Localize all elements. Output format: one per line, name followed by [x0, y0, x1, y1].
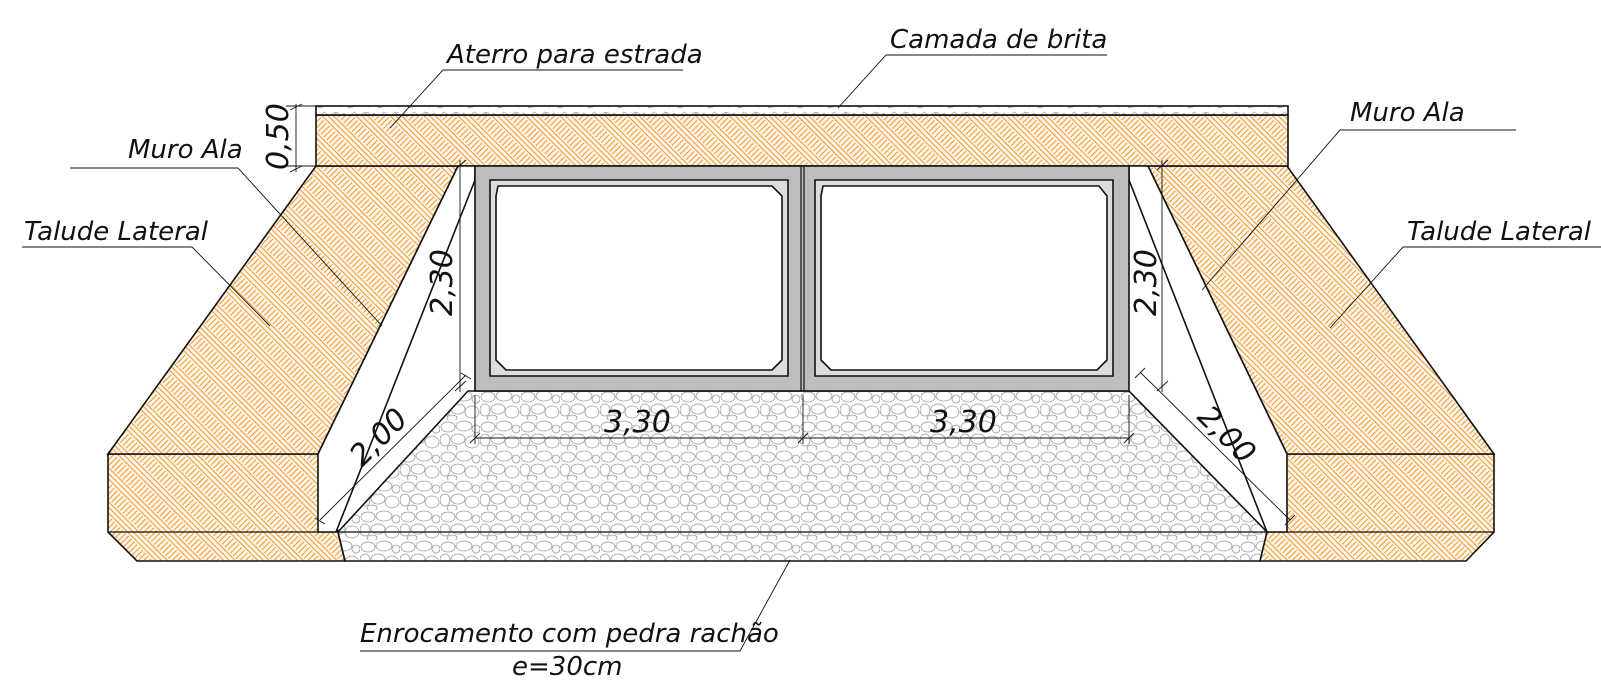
enrocamento-fill — [337, 390, 1268, 562]
label-talude-right: Talude Lateral — [1407, 217, 1592, 247]
base-fill-left — [107, 453, 347, 562]
label-muro-ala-left: Muro Ala — [128, 135, 243, 165]
brita-layer — [315, 105, 1289, 116]
dimension-lines — [286, 103, 1296, 526]
dim-cell-left: 3,30 — [604, 405, 671, 440]
base-fill-right — [1259, 453, 1495, 562]
leader-lines — [22, 54, 1601, 652]
aterro-fill — [315, 114, 1289, 167]
dim-height-right: 2,30 — [1129, 249, 1164, 316]
dim-cell-right: 3,30 — [930, 405, 997, 440]
box-culvert — [474, 165, 1130, 392]
label-aterro: Aterro para estrada — [445, 40, 703, 70]
dim-height-left: 2,30 — [425, 249, 460, 316]
label-enrocamento: Enrocamento com pedra rachão — [360, 619, 779, 649]
label-muro-ala-right: Muro Ala — [1350, 98, 1465, 128]
dim-brita-thickness: 0,50 — [261, 103, 296, 170]
label-camada: Camada de brita — [890, 25, 1107, 55]
label-talude-left: Talude Lateral — [24, 217, 209, 247]
label-espessura: e=30cm — [512, 652, 623, 682]
